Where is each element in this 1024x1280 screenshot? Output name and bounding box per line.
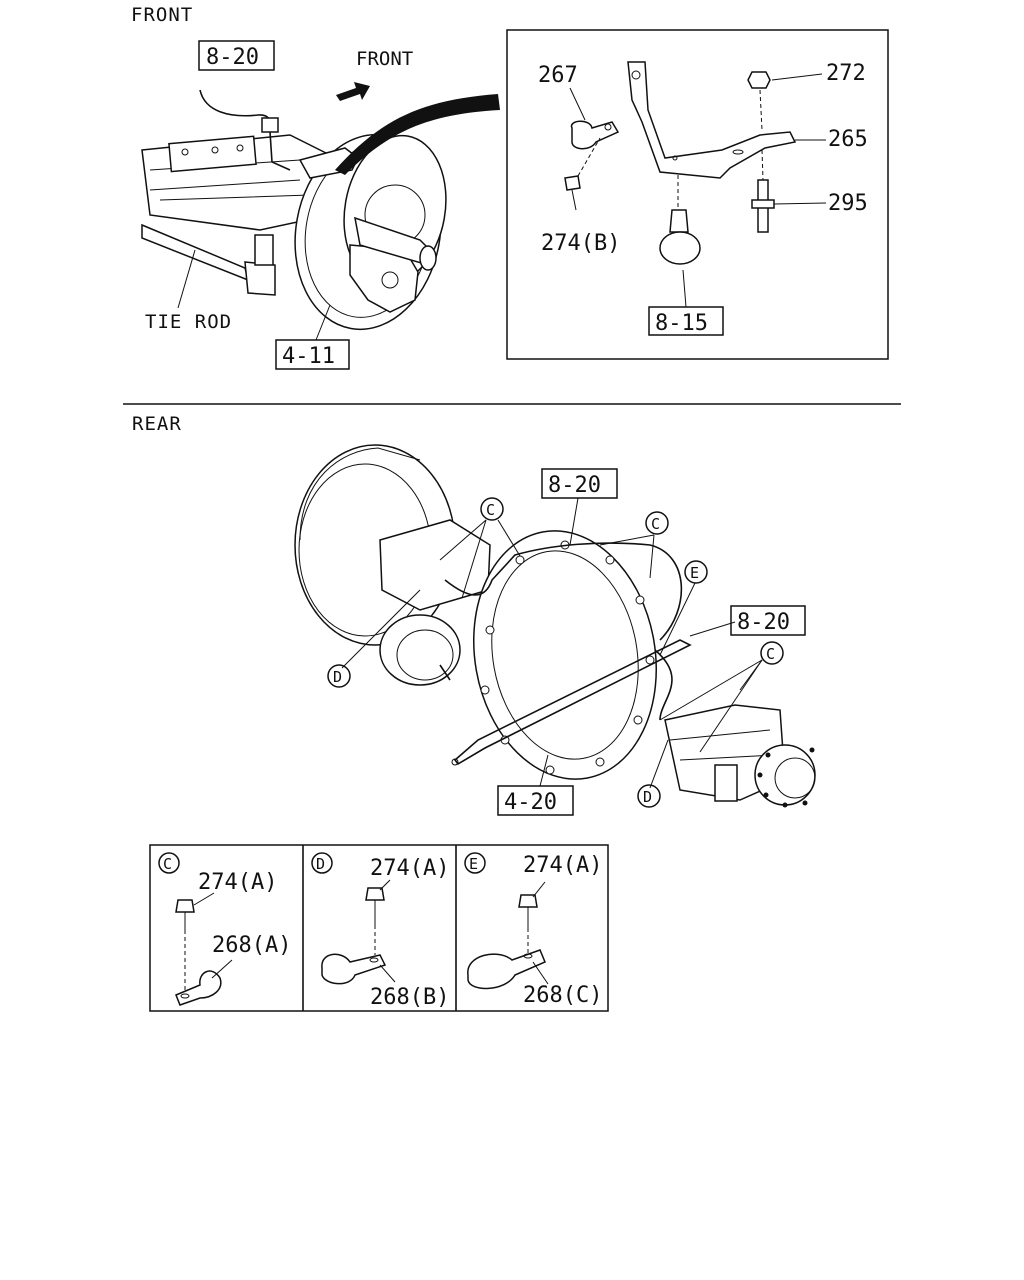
front-direction-label: FRONT — [356, 48, 413, 70]
front-axle-drawing — [141, 89, 500, 341]
inset-e-bolt-label: 274(A) — [523, 853, 602, 878]
svg-text:E: E — [690, 564, 699, 582]
inset-d: D 274(A) 268(B) — [311, 852, 449, 1010]
ref-box-8-20-front — [198, 40, 275, 71]
inset-c-bolt-label: 274(A) — [198, 870, 277, 895]
callout-c-2: C — [645, 511, 669, 535]
svg-text:E: E — [469, 855, 478, 873]
ref-box-4-11 — [275, 339, 350, 370]
rear-axle-drawing — [294, 444, 816, 808]
inset-c-clip-label: 268(A) — [212, 933, 291, 958]
callout-d-1: D — [327, 664, 351, 688]
ref-box-4-20 — [497, 785, 574, 816]
inset-d-clip-label: 268(B) — [370, 985, 449, 1010]
callout-d-2: D — [637, 784, 661, 808]
front-direction-arrow-icon — [336, 82, 370, 101]
ref-8-20-rear-top-label: 8-20 — [548, 473, 601, 498]
inset-e-clip-label: 268(C) — [523, 983, 602, 1008]
ref-box-8-15 — [648, 306, 724, 336]
callout-c-3: C — [760, 641, 784, 665]
part-265-label: 265 — [828, 127, 868, 152]
rear-section-title: REAR — [132, 413, 182, 435]
ref-8-15-label: 8-15 — [655, 311, 708, 336]
part-272-label: 272 — [826, 61, 866, 86]
inset-e: E 274(A) 268(C) — [464, 852, 602, 1008]
svg-text:D: D — [643, 788, 652, 806]
svg-text:C: C — [651, 515, 660, 533]
front-detail-box — [506, 29, 889, 360]
ref-8-20-rear-right-label: 8-20 — [737, 610, 790, 635]
ref-box-8-20-rear-right — [730, 605, 806, 636]
front-section-title: FRONT — [131, 4, 193, 26]
tie-rod-label: TIE ROD — [145, 311, 232, 333]
svg-text:C: C — [163, 855, 172, 873]
part-295-label: 295 — [828, 191, 868, 216]
svg-text:C: C — [766, 645, 775, 663]
ref-box-8-20-rear-top — [541, 468, 618, 499]
inset-c: C 274(A) 268(A) — [158, 852, 291, 1006]
svg-text:D: D — [316, 855, 325, 873]
callout-e: E — [684, 560, 708, 584]
inset-panels — [149, 844, 609, 1012]
front-detail-drawing — [564, 61, 827, 308]
svg-text:D: D — [333, 668, 342, 686]
svg-text:C: C — [486, 501, 495, 519]
ref-4-11-label: 4-11 — [282, 344, 335, 369]
ref-8-20-front-label: 8-20 — [206, 45, 259, 70]
ref-4-20-label: 4-20 — [504, 790, 557, 815]
inset-d-bolt-label: 274(A) — [370, 856, 449, 881]
part-267-label: 267 — [538, 63, 578, 88]
part-274b-label: 274(B) — [541, 231, 620, 256]
callout-c-1: C — [480, 497, 504, 521]
